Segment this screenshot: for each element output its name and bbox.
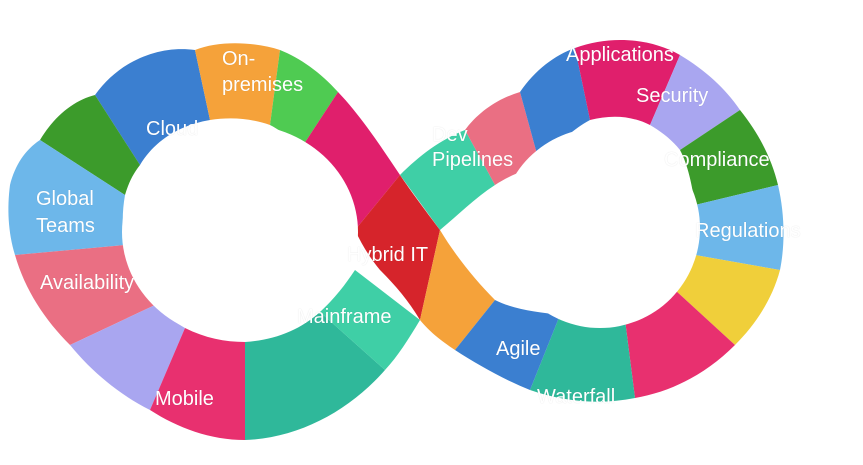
- puzzle-piece-orange-center: [420, 230, 495, 350]
- label-availability: Availability: [40, 272, 135, 294]
- puzzle-piece-compliance: [680, 110, 778, 205]
- label-compliance: Compliance: [664, 149, 770, 171]
- puzzle-piece-teal-center: [400, 130, 495, 230]
- puzzle-piece-dark-green: [40, 95, 140, 195]
- right-loop-hole: [500, 128, 700, 328]
- label-on-premises-line1: On-: [222, 48, 256, 70]
- label-on-premises-line2: premises: [222, 74, 304, 96]
- center-crossing: [355, 130, 495, 350]
- puzzle-piece-waterfall: [530, 315, 635, 402]
- puzzle-piece-agile: [455, 300, 560, 390]
- puzzle-piece-green-top: [270, 50, 338, 150]
- puzzle-piece-on-premises: [195, 43, 280, 125]
- label-cloud: Cloud: [146, 118, 199, 140]
- puzzle-piece-cloud: [95, 49, 210, 165]
- label-security: Security: [636, 85, 709, 107]
- puzzle-piece-global-teams: [8, 140, 125, 255]
- puzzle-piece-dev-pipelines: [465, 92, 540, 185]
- puzzle-piece-teal-bottom: [245, 312, 385, 440]
- puzzle-piece-applications: [575, 39, 680, 126]
- puzzle-piece-mobile: [150, 328, 245, 440]
- puzzle-piece-pink-center: [300, 92, 400, 230]
- right-loop: [455, 39, 784, 402]
- puzzle-piece-lavender-left: [70, 305, 185, 410]
- label-global-teams-line2: Teams: [36, 215, 95, 237]
- puzzle-piece-hybrid-it: [355, 175, 440, 320]
- label-waterfall: Waterfall: [537, 386, 616, 408]
- puzzle-piece-security: [650, 55, 740, 150]
- label-hybrid-it: Hybrid IT: [347, 244, 429, 266]
- label-dev-pipelines-line2: Pipelines: [432, 149, 514, 171]
- puzzle-piece-mainframe: [320, 270, 420, 370]
- label-mainframe: Mainframe: [297, 306, 392, 328]
- puzzle-piece-blue-top-right: [520, 48, 590, 165]
- puzzle-piece-yellow: [675, 255, 780, 345]
- left-loop-hole: [122, 124, 358, 340]
- puzzle-piece-availability: [15, 245, 155, 345]
- left-loop: [8, 43, 420, 440]
- label-agile: Agile: [496, 338, 541, 360]
- label-mobile: Mobile: [155, 388, 214, 410]
- label-dev-pipelines-line1: Dev: [432, 124, 468, 146]
- label-regulations: Regulations: [695, 220, 801, 242]
- label-global-teams-line1: Global: [36, 188, 94, 210]
- puzzle-piece-regulations: [695, 185, 784, 270]
- label-applications: Applications: [566, 44, 674, 66]
- puzzle-piece-pink-bottom-right: [625, 290, 735, 398]
